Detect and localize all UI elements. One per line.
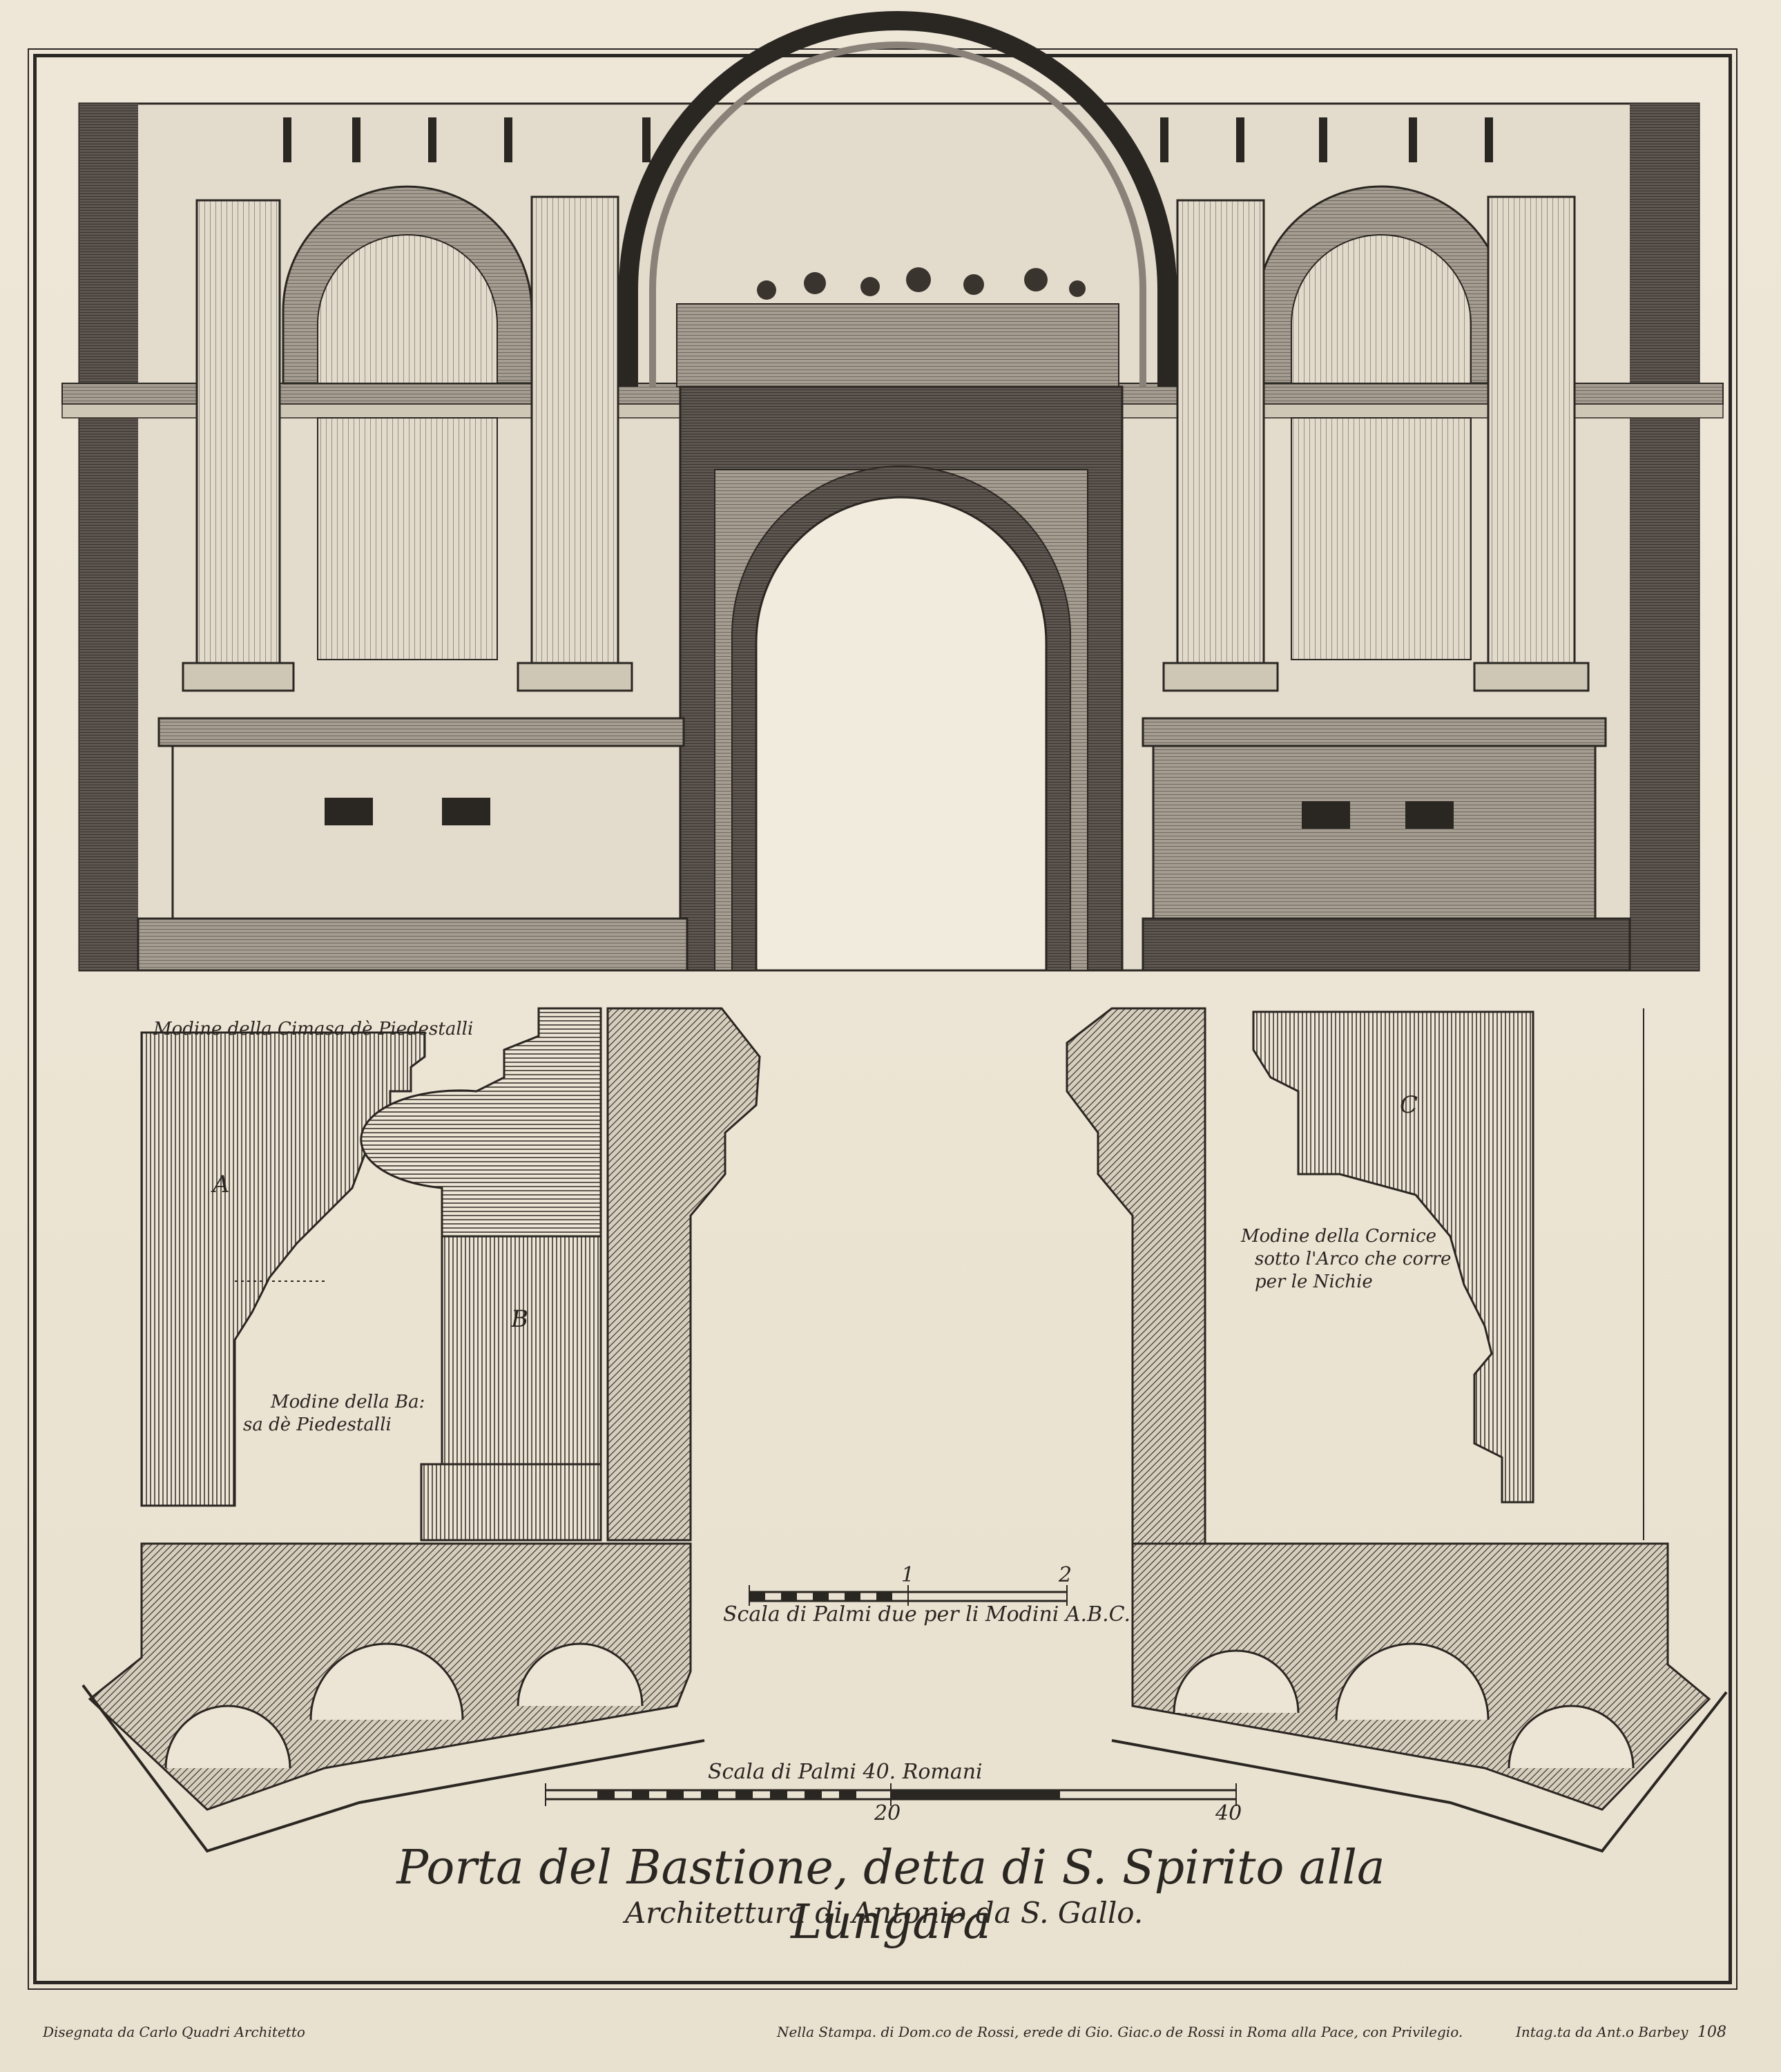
modini-scale-tick-1: 1 [901,1563,915,1587]
romani-scale-tick-40: 40 [1215,1801,1242,1825]
plan-left [81,1007,761,1853]
cornice-label-line1: Modine della Cornice [1241,1226,1437,1247]
profile-b-letter: B [511,1305,528,1333]
cornice-label-line2: sotto l'Arco che corre [1255,1249,1452,1269]
basa-label-line1: Modine della Ba: [271,1392,425,1412]
modini-scale-caption: Scala di Palmi due per li Modini A.B.C. [723,1602,1131,1627]
footer-engraver: Intag.ta da Ant.o Barbey [1516,2024,1688,2040]
cornice-label-line3: per le Nichie [1255,1272,1373,1292]
modini-scale-tick-2: 2 [1059,1563,1072,1587]
plate-border [28,48,1737,1990]
gate-elevation [61,11,1724,972]
modini-scale [749,1585,1068,1606]
cimasa-label: Modine della Cimasa dè Piedestalli [153,1019,474,1039]
profile-c-letter: C [1400,1091,1418,1119]
romani-scale-caption: Scala di Palmi 40. Romani [708,1760,983,1784]
romani-scale-tick-20: 20 [874,1801,901,1825]
basa-label-line2: sa dè Piedestalli [243,1414,392,1435]
plan-right [1066,1007,1728,1853]
profile-a-letter: A [213,1171,230,1198]
footer-publisher: Nella Stampa. di Dom.co de Rossi, erede … [777,2024,1463,2040]
plate-subtitle: Architettura di Antonio da S. Gallo. [624,1896,1144,1930]
footer-designer: Disegnata da Carlo Quadri Architetto [43,2024,305,2040]
romani-scale [545,1783,1237,1806]
plate-number: 108 [1697,2024,1726,2041]
plate-title: Porta del Bastione, detta di S. Spirito … [396,1841,1385,1950]
